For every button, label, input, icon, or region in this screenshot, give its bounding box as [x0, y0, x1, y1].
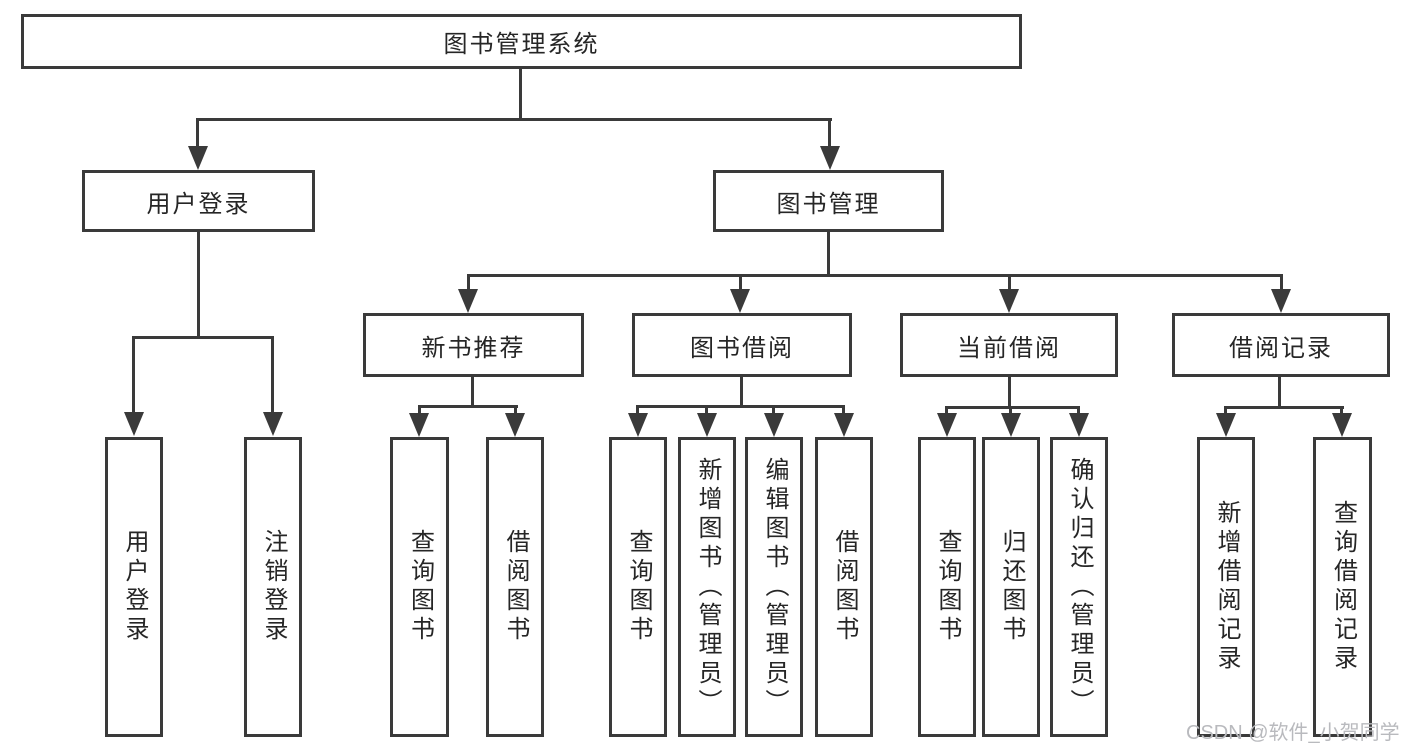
connector-new-books-drop [467, 274, 470, 293]
connector-user-login-stub [197, 232, 200, 338]
connector-br-query-drop [1340, 406, 1343, 417]
arrowhead-login-leaf [124, 412, 144, 436]
leaf-user-login: 用户登录 [105, 437, 163, 737]
arrowhead-bb-borrow [834, 413, 854, 437]
leaf-nb-query-books: 查询图书 [390, 437, 449, 737]
arrowhead-borrow-records [1271, 289, 1291, 313]
arrowhead-book-borrow [730, 289, 750, 313]
leaf-user-login-label: 用户登录 [121, 529, 148, 645]
leaf-bb-query-books-label: 查询图书 [625, 529, 652, 645]
connector-cb-query-drop [945, 406, 948, 417]
leaf-nb-borrow-books-label: 借阅图书 [502, 529, 529, 645]
arrowhead-nb-query [409, 413, 429, 437]
connector-current-borrow-stub [1008, 377, 1011, 409]
node-book-management-label: 图书管理 [776, 190, 881, 218]
connector-bb-query-drop [636, 405, 639, 417]
connector-bb-add-drop [705, 405, 708, 417]
leaf-cb-query-books-label: 查询图书 [934, 529, 961, 645]
connector-logout-leaf-drop [271, 336, 274, 416]
connector-user-login-horizontal [132, 336, 274, 339]
connector-new-books-horizontal [418, 405, 518, 408]
arrowhead-logout-leaf [263, 412, 283, 436]
leaf-cb-confirm-return-admin: 确认归还（管理员） [1050, 437, 1108, 737]
connector-br-add-drop [1224, 406, 1227, 417]
connector-bb-borrow-drop [842, 405, 845, 417]
node-book-borrowing-label: 图书借阅 [690, 334, 794, 362]
node-current-borrowing-label: 当前借阅 [957, 334, 1061, 362]
leaf-br-add-record-label: 新增借阅记录 [1213, 500, 1240, 674]
arrowhead-new-books [458, 289, 478, 313]
connector-book-borrow-horizontal [636, 405, 845, 408]
leaf-bb-add-books-admin: 新增图书（管理员） [678, 437, 736, 737]
leaf-nb-borrow-books: 借阅图书 [486, 437, 544, 737]
arrowhead-br-add [1216, 413, 1236, 437]
leaf-bb-edit-books-admin: 编辑图书（管理员） [745, 437, 803, 737]
node-user-login: 用户登录 [82, 170, 315, 232]
node-borrowing-records: 借阅记录 [1172, 313, 1390, 377]
leaf-cb-return-books-label: 归还图书 [998, 529, 1025, 645]
node-current-borrowing: 当前借阅 [900, 313, 1118, 377]
arrowhead-cb-query [937, 413, 957, 437]
leaf-bb-query-books: 查询图书 [609, 437, 667, 737]
node-book-management: 图书管理 [713, 170, 944, 232]
connector-root-stub [519, 69, 522, 120]
leaf-logout-label: 注销登录 [260, 529, 287, 645]
leaf-cb-query-books: 查询图书 [918, 437, 976, 737]
connector-level3-horizontal [467, 274, 1283, 277]
connector-level1-horizontal [196, 118, 832, 121]
connector-current-borrow-horizontal [945, 406, 1080, 409]
arrowhead-book-mgmt [820, 146, 840, 170]
connector-new-books-stub [471, 377, 474, 408]
arrowhead-bb-query [628, 413, 648, 437]
connector-nb-query-drop [418, 405, 421, 417]
connector-cb-return-drop [1009, 406, 1012, 417]
leaf-bb-add-books-admin-label: 新增图书（管理员） [694, 456, 721, 718]
arrowhead-bb-edit [764, 413, 784, 437]
connector-book-borrow-stub [740, 377, 743, 408]
connector-login-leaf-drop [132, 336, 135, 416]
arrowhead-cb-confirm [1069, 413, 1089, 437]
arrowhead-nb-borrow [505, 413, 525, 437]
leaf-bb-edit-books-admin-label: 编辑图书（管理员） [761, 456, 788, 718]
leaf-nb-query-books-label: 查询图书 [406, 529, 434, 645]
arrowhead-bb-add [697, 413, 717, 437]
node-borrowing-records-label: 借阅记录 [1229, 334, 1333, 362]
node-new-book-recommend: 新书推荐 [363, 313, 584, 377]
leaf-br-query-record: 查询借阅记录 [1313, 437, 1372, 737]
leaf-bb-borrow-books: 借阅图书 [815, 437, 873, 737]
connector-borrow-records-horizontal [1224, 406, 1344, 409]
arrowhead-user-login [188, 146, 208, 170]
node-new-book-recommend-label: 新书推荐 [421, 334, 526, 362]
leaf-cb-confirm-return-admin-label: 确认归还（管理员） [1066, 456, 1093, 718]
leaf-br-query-record-label: 查询借阅记录 [1329, 500, 1357, 674]
leaf-cb-return-books: 归还图书 [982, 437, 1040, 737]
connector-borrow-records-stub [1278, 377, 1281, 409]
connector-bb-edit-drop [772, 405, 775, 417]
connector-nb-borrow-drop [514, 405, 517, 417]
arrowhead-cb-return [1001, 413, 1021, 437]
node-user-login-label: 用户登录 [146, 190, 251, 218]
csdn-watermark: CSDN @软件_小贺同学 [1186, 722, 1400, 744]
connector-user-login-drop [196, 118, 199, 150]
node-library-system-label: 图书管理系统 [443, 31, 600, 58]
connector-book-mgmt-drop [828, 118, 831, 150]
leaf-bb-borrow-books-label: 借阅图书 [831, 529, 858, 645]
connector-book-mgmt-stub [827, 232, 830, 277]
arrowhead-br-query [1332, 413, 1352, 437]
arrowhead-current-borrow [999, 289, 1019, 313]
node-book-borrowing: 图书借阅 [632, 313, 852, 377]
leaf-logout: 注销登录 [244, 437, 302, 737]
connector-cb-confirm-drop [1077, 406, 1080, 417]
connector-book-borrow-drop [739, 274, 742, 293]
leaf-br-add-record: 新增借阅记录 [1197, 437, 1255, 737]
node-library-system: 图书管理系统 [21, 14, 1022, 69]
connector-borrow-records-drop [1280, 274, 1283, 293]
connector-current-borrow-drop [1008, 274, 1011, 293]
